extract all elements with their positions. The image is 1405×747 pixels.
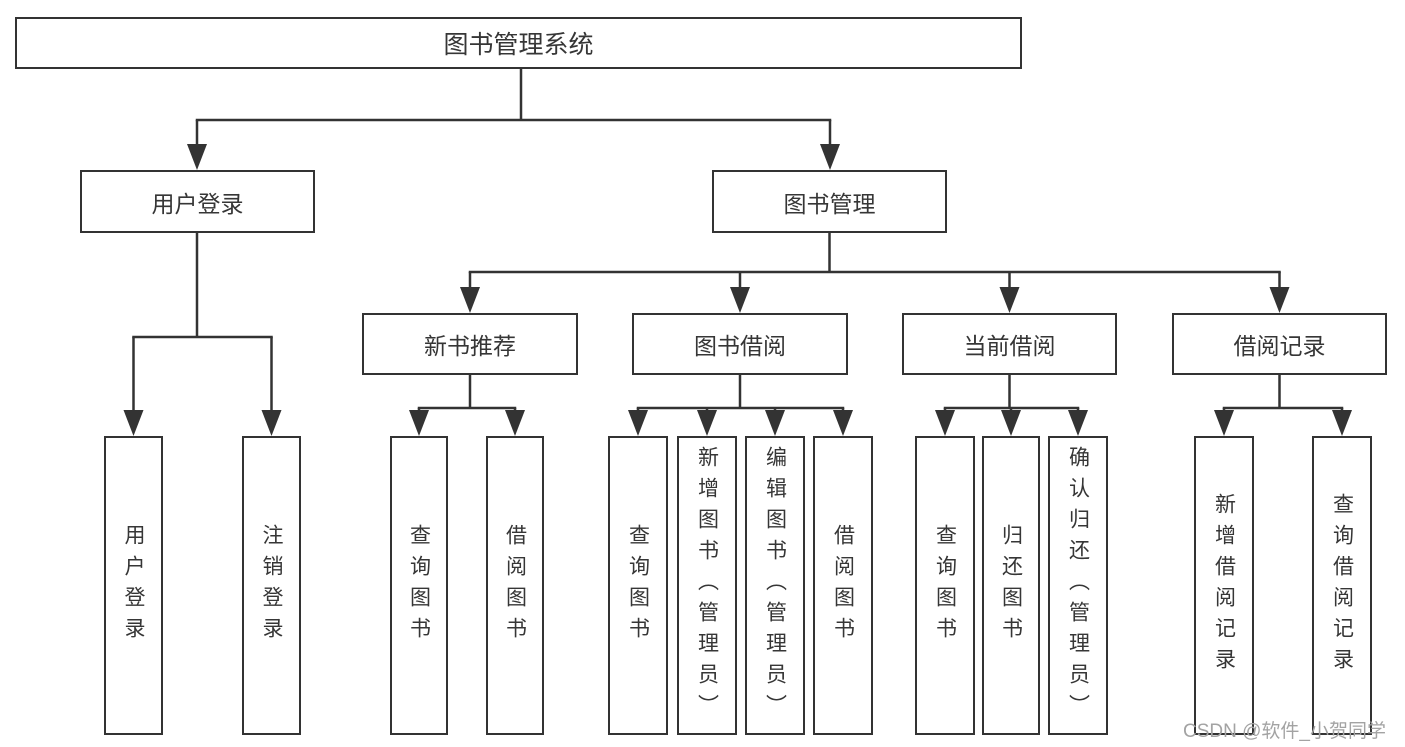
leaf-add-borrow-record: 新增借阅记录	[1194, 436, 1254, 735]
arrow-down-icon	[999, 287, 1020, 313]
arrow-down-icon	[409, 410, 429, 436]
arrow-down-icon	[1001, 410, 1021, 436]
node-user-login: 用户登录	[80, 170, 315, 233]
node-book-management: 图书管理	[712, 170, 947, 233]
leaf-query-books-borrow-label: 查询图书	[626, 523, 650, 648]
node-borrow-records: 借阅记录	[1172, 313, 1387, 375]
leaf-borrow-books-recommend-label: 借阅图书	[503, 523, 527, 648]
arrow-down-icon	[833, 410, 853, 436]
leaf-query-books-recommend-label: 查询图书	[407, 523, 431, 648]
leaf-logout-label: 注销登录	[260, 523, 283, 648]
leaf-logout: 注销登录	[242, 436, 301, 735]
node-book-borrow-label: 图书借阅	[694, 333, 786, 359]
arrow-down-icon	[765, 410, 785, 436]
leaf-add-book-admin: 新增图书（管理员）	[677, 436, 737, 735]
arrow-down-icon	[730, 287, 750, 313]
arrow-down-icon	[1214, 410, 1234, 436]
leaf-borrow-books-label: 借阅图书	[831, 523, 855, 648]
leaf-borrow-books: 借阅图书	[813, 436, 873, 735]
node-current-borrow-label: 当前借阅	[963, 333, 1056, 359]
arrow-down-icon	[628, 410, 648, 436]
arrow-down-icon	[261, 410, 282, 436]
arrow-down-icon	[505, 410, 525, 436]
leaf-edit-book-admin-label: 编辑图书（管理员）	[763, 446, 787, 725]
arrow-down-icon	[1068, 410, 1088, 436]
leaf-query-borrow-record: 查询借阅记录	[1312, 436, 1372, 735]
arrow-down-icon	[935, 410, 955, 436]
arrow-down-icon	[1269, 287, 1290, 313]
arrow-down-icon	[460, 287, 480, 313]
leaf-add-book-admin-label: 新增图书（管理员）	[695, 446, 719, 725]
leaf-confirm-return-admin-label: 确认归还（管理员）	[1066, 446, 1090, 725]
arrow-down-icon	[820, 144, 840, 170]
leaf-user-login: 用户登录	[104, 436, 163, 735]
leaf-query-books-recommend: 查询图书	[390, 436, 448, 735]
leaf-borrow-books-recommend: 借阅图书	[486, 436, 544, 735]
leaf-return-book-label: 归还图书	[999, 523, 1023, 648]
node-new-book-recommend-label: 新书推荐	[424, 333, 516, 359]
arrow-down-icon	[123, 410, 144, 436]
node-book-borrow: 图书借阅	[632, 313, 848, 375]
leaf-edit-book-admin: 编辑图书（管理员）	[745, 436, 805, 735]
node-root: 图书管理系统	[15, 17, 1022, 69]
leaf-query-books-borrow: 查询图书	[608, 436, 668, 735]
node-new-book-recommend: 新书推荐	[362, 313, 578, 375]
leaf-return-book: 归还图书	[982, 436, 1040, 735]
arrow-down-icon	[697, 410, 717, 436]
node-current-borrow: 当前借阅	[902, 313, 1117, 375]
leaf-query-books-current: 查询图书	[915, 436, 975, 735]
node-root-label: 图书管理系统	[443, 31, 594, 59]
leaf-query-borrow-record-label: 查询借阅记录	[1330, 492, 1354, 679]
leaf-confirm-return-admin: 确认归还（管理员）	[1048, 436, 1108, 735]
leaf-query-books-current-label: 查询图书	[933, 523, 957, 648]
node-book-management-label: 图书管理	[783, 190, 876, 217]
arrow-down-icon	[1332, 410, 1352, 436]
leaf-user-login-label: 用户登录	[122, 523, 145, 648]
watermark: CSDN @软件_小贺同学	[1183, 721, 1386, 742]
node-borrow-records-label: 借阅记录	[1233, 333, 1326, 359]
node-user-login-label: 用户登录	[151, 190, 244, 217]
arrow-down-icon	[187, 144, 207, 170]
leaf-add-borrow-record-label: 新增借阅记录	[1212, 492, 1236, 679]
